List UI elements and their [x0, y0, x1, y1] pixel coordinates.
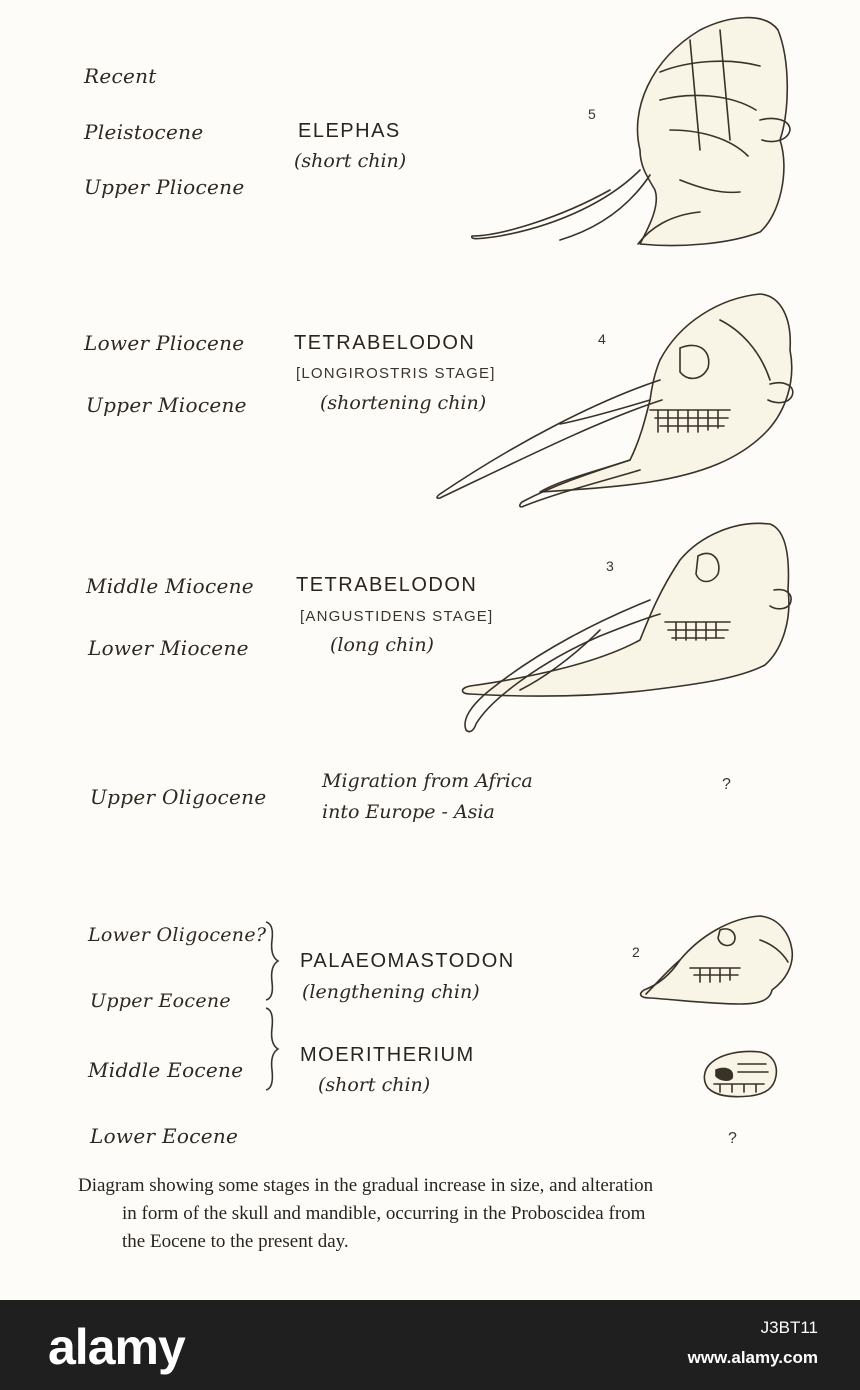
caption-line-1: Diagram showing some stages in the gradu… [78, 1175, 653, 1196]
image-code: J3BT11 [761, 1318, 818, 1338]
palaeomastodon-skull-icon [641, 916, 793, 1004]
stock-footer: alamy J3BT11 www.alamy.com [0, 1300, 860, 1390]
site-url: www.alamy.com [688, 1348, 818, 1368]
caption-line-3: the Eocene to the present day. [78, 1228, 838, 1256]
caption-line-2: in form of the skull and mandible, occur… [78, 1200, 838, 1228]
brand-logo: alamy [48, 1318, 185, 1376]
moeritherium-skull-icon [704, 1052, 776, 1097]
tetrabelodon-angustidens-skull-icon [463, 523, 792, 731]
elephas-skull-icon [472, 18, 790, 246]
skull-illustrations [0, 0, 860, 1160]
tetrabelodon-longirostris-skull-icon [437, 294, 793, 507]
diagram-page: Recent Pleistocene Upper Pliocene ELEPHA… [0, 0, 860, 1300]
figure-caption: Diagram showing some stages in the gradu… [78, 1172, 838, 1256]
